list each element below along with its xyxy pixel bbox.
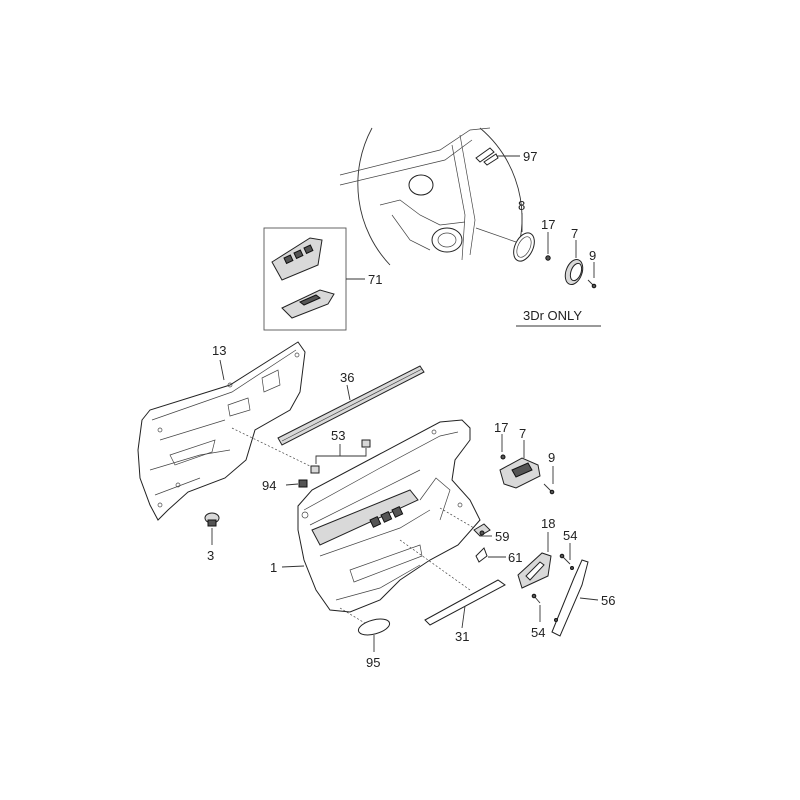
part-36-belt-strip	[277, 365, 425, 446]
callout-18: 18	[541, 516, 555, 531]
leader-1-to-95	[339, 607, 369, 626]
callout-9-mid: 9	[548, 450, 555, 465]
callout-54-top: 54	[563, 528, 577, 543]
part-8-speaker-ring	[475, 213, 535, 262]
callout-3: 3	[207, 548, 214, 563]
part-71-switch-box	[263, 227, 365, 331]
callout-1: 1	[270, 560, 277, 575]
part-53-clips	[310, 439, 371, 474]
callout-7-top: 7	[571, 226, 578, 241]
part-3-clip	[204, 512, 220, 545]
part-18-handle-bezel	[517, 532, 552, 589]
part-56-pull-strip	[551, 559, 599, 637]
note-3dr-only: 3Dr ONLY	[523, 308, 582, 323]
callout-36: 36	[340, 370, 354, 385]
detail-circle-3dr	[339, 127, 523, 266]
part-61-insert	[475, 547, 506, 563]
callout-61: 61	[508, 550, 522, 565]
part-54-screw-top	[559, 543, 571, 565]
callout-97: 97	[523, 149, 537, 164]
part-97-clip	[475, 147, 520, 166]
callout-71: 71	[368, 272, 382, 287]
part-54-screw-bottom	[531, 593, 541, 622]
part-31-lower-strip	[424, 579, 506, 629]
callout-94: 94	[262, 478, 276, 493]
part-95-cap	[357, 618, 391, 652]
part-7-handle-mid	[499, 440, 541, 489]
callout-56: 56	[601, 593, 615, 608]
callout-95: 95	[366, 655, 380, 670]
part-7-speaker-top	[564, 240, 584, 286]
callout-13: 13	[212, 343, 226, 358]
callout-59: 59	[495, 529, 509, 544]
callout-9-top: 9	[589, 248, 596, 263]
part-13-door-panel-backing	[137, 341, 306, 521]
callout-17-mid: 17	[494, 420, 508, 435]
part-94-clip	[285, 479, 308, 488]
part-17-washer-top	[545, 232, 551, 261]
callout-7-mid: 7	[519, 426, 526, 441]
part-9-screw-mid	[543, 466, 555, 495]
callout-53: 53	[331, 428, 345, 443]
callout-17-top: 17	[541, 217, 555, 232]
callout-8: 8	[518, 198, 525, 213]
callout-31: 31	[455, 629, 469, 644]
part-59-retainer	[439, 507, 492, 537]
part-9-screw-top	[587, 262, 597, 289]
part-17-washer-mid	[500, 434, 506, 460]
callout-54-bottom: 54	[531, 625, 545, 640]
part-1-door-trim	[281, 419, 481, 613]
